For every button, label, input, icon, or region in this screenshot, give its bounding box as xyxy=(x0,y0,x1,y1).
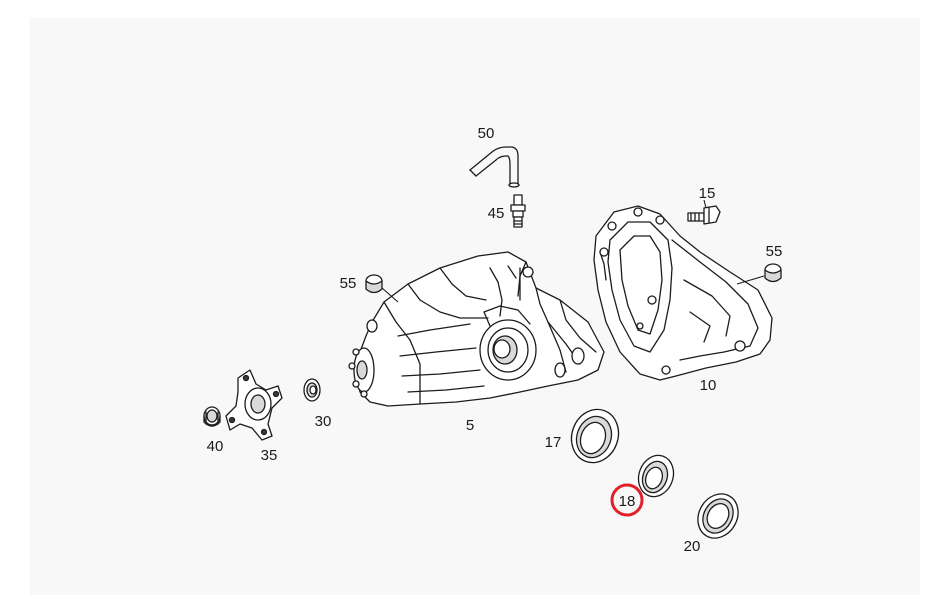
callout-20: 20 xyxy=(684,538,701,555)
callout-18-highlight-ring xyxy=(610,483,644,517)
part-17-shaft-seal[interactable] xyxy=(564,403,626,469)
part-18-seal-ring[interactable] xyxy=(633,450,679,501)
part-40-collar-nut[interactable] xyxy=(203,406,221,427)
callout-35: 35 xyxy=(261,447,278,464)
part-55-plug-right[interactable] xyxy=(764,263,782,283)
callout-55-left: 55 xyxy=(340,275,357,292)
part-55-plug-left[interactable] xyxy=(365,274,383,294)
leader-15 xyxy=(703,199,707,209)
callout-50: 50 xyxy=(478,125,495,142)
part-45-breather-valve[interactable] xyxy=(510,194,526,228)
part-50-vent-hose[interactable] xyxy=(469,146,520,188)
callout-17: 17 xyxy=(545,434,562,451)
part-15-bolt[interactable] xyxy=(687,205,721,225)
callout-40: 40 xyxy=(207,438,224,455)
callout-30: 30 xyxy=(315,413,332,430)
part-35-drive-flange[interactable] xyxy=(225,369,283,441)
part-5-differential-housing[interactable] xyxy=(348,251,605,407)
leader-55-left xyxy=(381,287,399,303)
callout-5: 5 xyxy=(466,417,474,434)
callout-55-right: 55 xyxy=(766,243,783,260)
callout-10: 10 xyxy=(700,377,717,394)
callout-15: 15 xyxy=(699,185,716,202)
part-20-shaft-seal-outer[interactable] xyxy=(690,487,746,546)
callout-45: 45 xyxy=(488,205,505,222)
part-30-input-seal[interactable] xyxy=(303,378,321,402)
callout-18[interactable]: 18 xyxy=(619,493,636,510)
part-10-housing-cover[interactable] xyxy=(593,205,773,381)
leader-55-right xyxy=(736,275,765,285)
